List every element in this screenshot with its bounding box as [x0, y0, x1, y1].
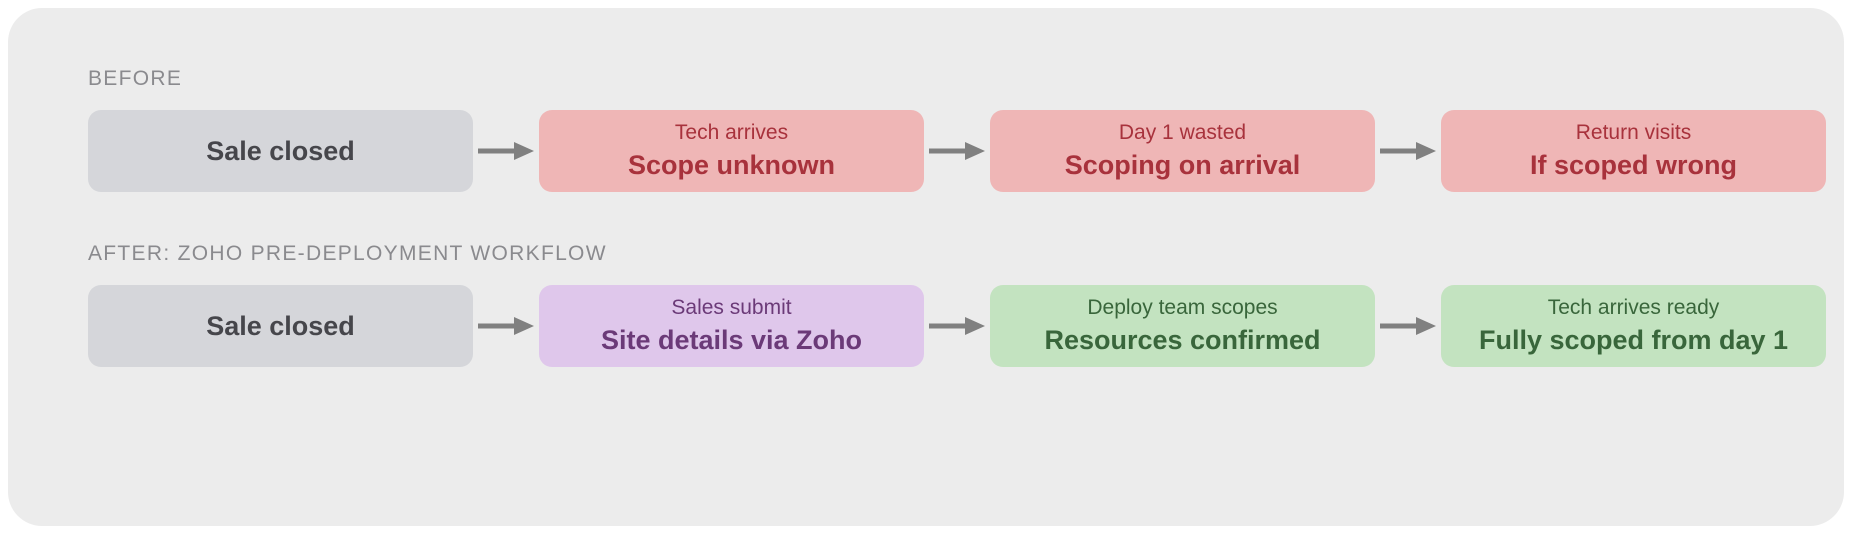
flow-node-subtitle: Scoping on arrival [1064, 150, 1301, 181]
flow-node-label: Sale closed [206, 310, 355, 341]
flow-arrow [1375, 314, 1441, 338]
flow-node-subtitle: Fully scoped from day 1 [1478, 325, 1789, 356]
flow-node-red: Return visits If scoped wrong [1441, 110, 1826, 192]
flow-arrow [924, 139, 990, 163]
flow-node-subtitle: If scoped wrong [1529, 150, 1737, 181]
flow-node-title: Day 1 wasted [1118, 121, 1247, 145]
flow-node-title: Tech arrives [674, 121, 789, 145]
flow-node-title: Tech arrives ready [1547, 296, 1720, 320]
flow-arrow [1375, 139, 1441, 163]
flow-node-subtitle: Scope unknown [627, 150, 835, 181]
flow-node-start: Sale closed [88, 110, 473, 192]
flow-node-subtitle: Site details via Zoho [600, 325, 863, 356]
flow-node-title: Return visits [1575, 121, 1692, 145]
flow-arrow [924, 314, 990, 338]
flow-node-title: Deploy team scopes [1087, 296, 1278, 320]
flow-node-subtitle: Resources confirmed [1044, 325, 1321, 356]
flow-node-start: Sale closed [88, 285, 473, 367]
flow-node-title: Sales submit [671, 296, 792, 320]
section-label-before: BEFORE [88, 67, 183, 90]
flow-arrow [473, 314, 539, 338]
section-label-after: AFTER: ZOHO PRE-DEPLOYMENT WORKFLOW [88, 242, 607, 265]
flow-arrow [473, 139, 539, 163]
flow-node-label: Sale closed [206, 135, 355, 166]
